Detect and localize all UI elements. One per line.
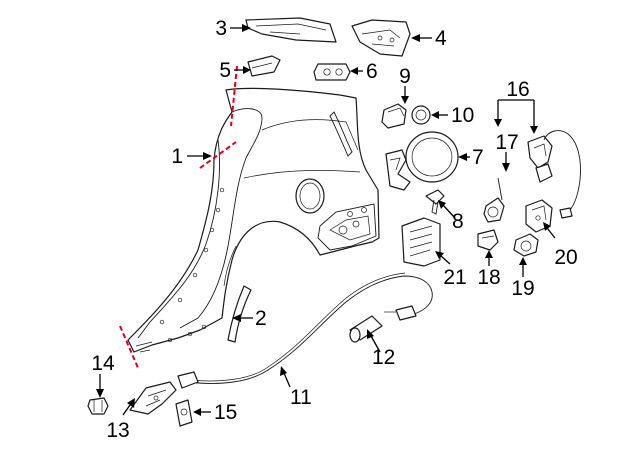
leader-lines (96, 24, 556, 416)
callout-labels: 1 2 3 4 5 6 7 8 9 10 11 12 13 14 15 16 1… (91, 17, 577, 442)
callout-3: 3 (215, 17, 227, 40)
callout-8: 8 (452, 210, 464, 233)
callout-17: 17 (495, 131, 518, 154)
quarter-bracket (351, 19, 411, 57)
upper-cut-line (230, 65, 238, 127)
quarter-panel (127, 87, 380, 353)
callout-1: 1 (171, 145, 183, 168)
callout-2: 2 (255, 307, 267, 330)
push-clip (425, 189, 445, 215)
wheel-arch-molding (227, 285, 252, 343)
callout-19: 19 (511, 277, 534, 300)
callout-21: 21 (443, 266, 466, 289)
release-lever (129, 381, 177, 415)
callout-9: 9 (399, 65, 411, 88)
lever-bracket (175, 399, 193, 427)
callout-15: 15 (214, 401, 237, 424)
actuator-clip (477, 229, 499, 251)
callout-20: 20 (554, 246, 577, 269)
release-cable (177, 272, 433, 389)
gasket (313, 63, 351, 81)
callout-6: 6 (366, 60, 378, 83)
callout-11: 11 (290, 386, 312, 409)
retainer-clip (381, 103, 407, 129)
actuator-motor (513, 233, 539, 257)
lock-actuator-assembly (483, 130, 581, 223)
callout-18: 18 (477, 266, 500, 289)
callout-12: 12 (372, 346, 395, 369)
cable-end (349, 315, 383, 343)
callout-14: 14 (91, 352, 115, 375)
small-plate (247, 55, 281, 77)
callout-7: 7 (472, 146, 484, 169)
bolt (87, 397, 109, 415)
fuel-door (385, 131, 459, 191)
fuel-pocket-housing (401, 217, 441, 267)
rubber-bumper (411, 105, 431, 125)
callout-5: 5 (219, 59, 231, 82)
callout-16: 16 (506, 78, 529, 101)
callout-13: 13 (106, 419, 129, 442)
callout-10: 10 (451, 104, 474, 127)
upper-reinforcement (245, 17, 337, 43)
callout-4: 4 (435, 27, 447, 50)
